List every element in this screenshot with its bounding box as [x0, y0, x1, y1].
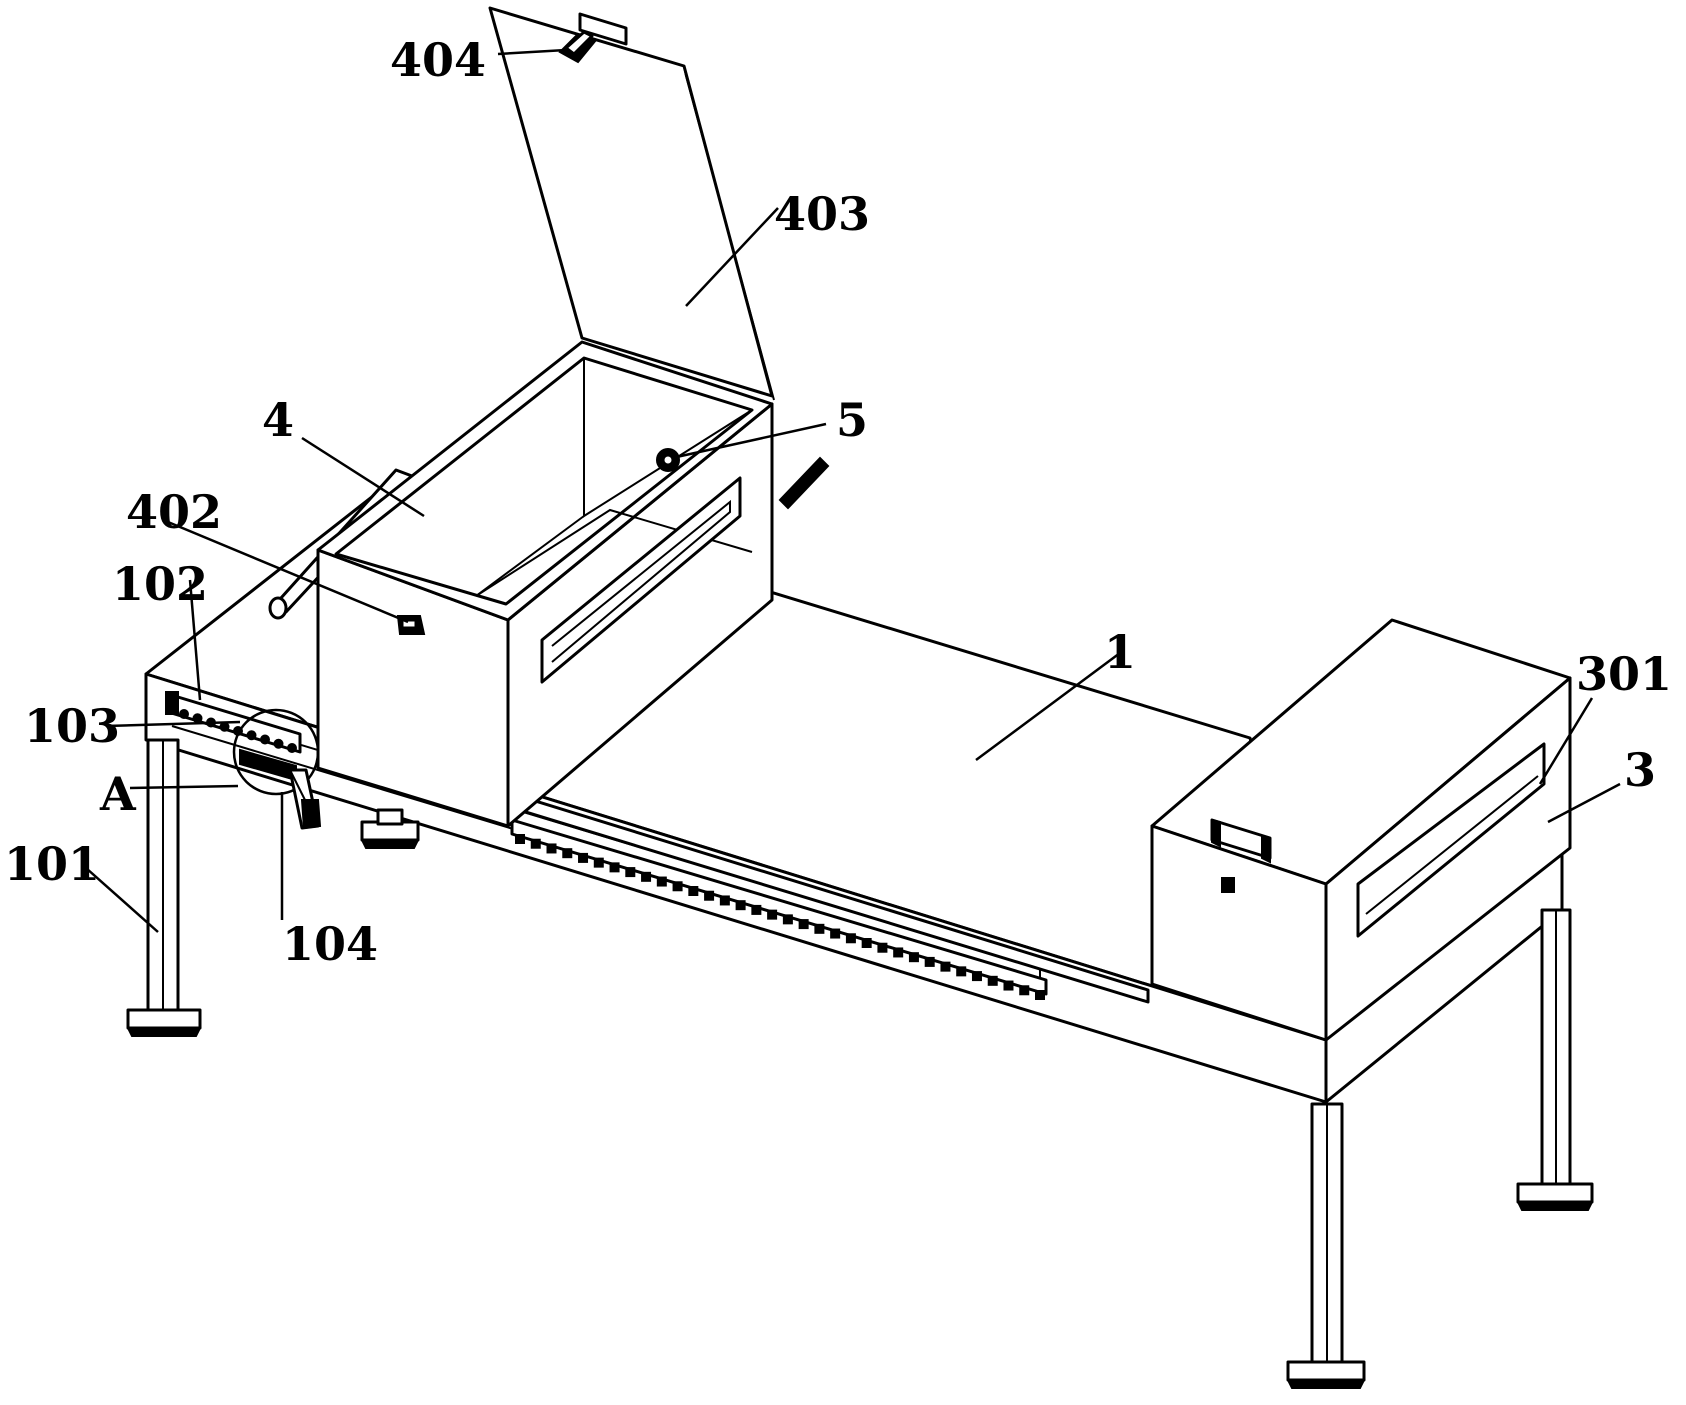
- label-5: 5: [836, 393, 868, 447]
- rack-tooth: [562, 848, 573, 859]
- label-a: A: [99, 767, 137, 821]
- rack-tooth-103: [246, 730, 257, 741]
- rack-tooth-103: [287, 743, 297, 753]
- lid-handle-404: [558, 12, 628, 64]
- box-3: [1150, 618, 1572, 1042]
- rack-tooth: [845, 933, 856, 944]
- reference-labels: 404 403 5 4 402 102 103 A 101 104 1 301 …: [4, 33, 1672, 971]
- threaded-rod: [778, 456, 830, 510]
- rack-tooth-103: [179, 709, 189, 719]
- rack-tooth: [814, 923, 825, 934]
- rack-tooth: [1019, 985, 1030, 996]
- label-101: 101: [4, 837, 100, 891]
- box-3-handle: [1210, 818, 1272, 864]
- rack-tooth: [719, 895, 730, 906]
- box-3-slot-301: [1356, 742, 1546, 938]
- label-104: 104: [282, 917, 378, 971]
- rack-tooth: [830, 928, 841, 939]
- rack-tooth: [908, 952, 919, 963]
- rack-tooth: [530, 838, 541, 849]
- rack-tooth: [877, 942, 888, 953]
- rack-tooth: [609, 862, 620, 873]
- crank-assembly: [232, 708, 322, 830]
- rack-tooth: [688, 886, 699, 896]
- rack-tooth: [782, 914, 793, 925]
- rack-tooth-103: [273, 738, 284, 749]
- rack-tooth: [767, 909, 778, 920]
- rack-tooth-103: [192, 713, 203, 724]
- rack-tooth: [641, 871, 652, 882]
- rack-tooth: [971, 971, 982, 982]
- box-3-lock: [1221, 877, 1235, 893]
- legs: [126, 738, 1594, 1389]
- label-301: 301: [1576, 647, 1672, 701]
- rack-tooth: [893, 947, 904, 958]
- rack-tooth: [987, 975, 998, 986]
- rack-tooth: [656, 876, 667, 887]
- rack-tooth: [1003, 980, 1014, 991]
- label-402: 402: [126, 485, 222, 539]
- label-103: 103: [24, 699, 120, 753]
- leg-back-right: [1516, 908, 1594, 1211]
- rack-tooth: [546, 843, 557, 854]
- rack-tooth: [956, 966, 967, 977]
- rack-tooth-103: [260, 734, 270, 745]
- box-4: [268, 6, 830, 828]
- rack-tooth-103: [219, 721, 230, 732]
- leader-lines: [85, 48, 1621, 933]
- rack-tooth: [1035, 990, 1045, 1000]
- label-403: 403: [774, 187, 870, 241]
- rack-tooth: [798, 919, 809, 930]
- leg-front-left: [126, 738, 202, 1037]
- rack-tooth: [940, 961, 951, 972]
- rack-tooth: [861, 938, 872, 948]
- label-4: 4: [262, 393, 294, 447]
- rack-tooth: [625, 867, 636, 878]
- rack-tooth: [735, 900, 746, 911]
- leg-front-right: [1286, 1102, 1366, 1389]
- foot-pad-mid: [360, 808, 420, 849]
- rack-tooth: [751, 904, 762, 915]
- label-3: 3: [1624, 743, 1656, 797]
- toothed-rack: [510, 818, 1048, 1000]
- rack-tooth: [515, 834, 525, 844]
- label-1: 1: [1104, 625, 1136, 679]
- label-404: 404: [390, 33, 486, 87]
- rack-tooth: [593, 857, 604, 868]
- rack-tooth: [672, 881, 683, 892]
- label-102: 102: [112, 557, 208, 611]
- lid-403: [488, 6, 774, 398]
- rack-tooth: [924, 956, 935, 967]
- rack-tooth: [578, 852, 589, 863]
- box-4-side-window: [540, 476, 742, 684]
- rack-tooth: [704, 890, 715, 901]
